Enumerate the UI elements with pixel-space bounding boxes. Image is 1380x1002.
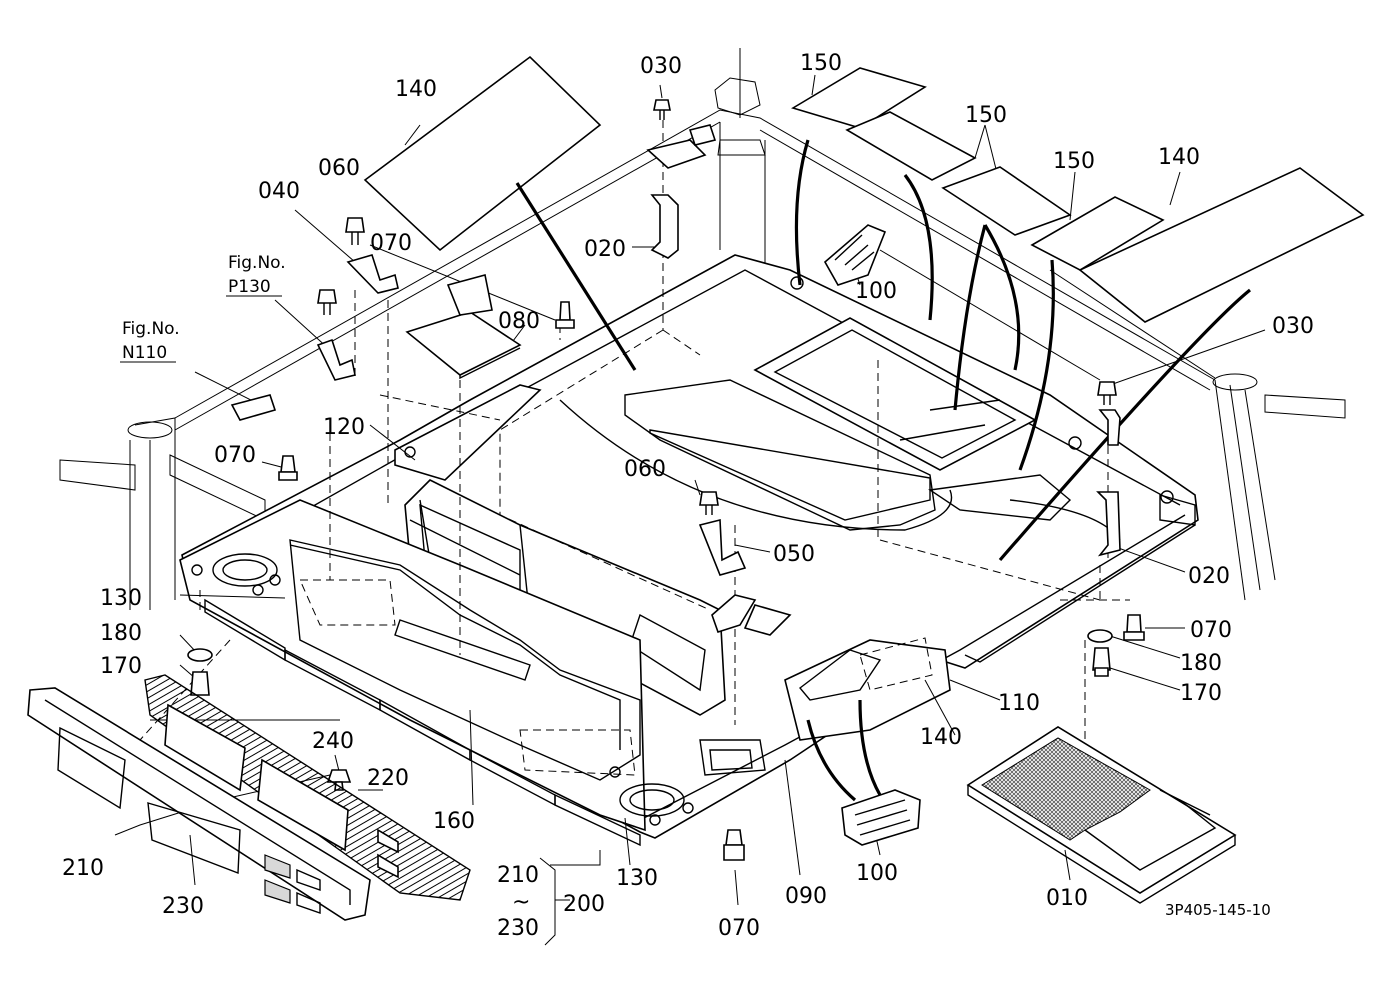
label-150-right: 150 xyxy=(1053,149,1095,174)
label-140-top-left: 140 xyxy=(395,77,437,102)
bracket-050-lower xyxy=(711,594,757,633)
label-100-top: 100 xyxy=(855,279,897,304)
figure-references: Fig.No. P130 Fig.No. N110 xyxy=(120,253,286,363)
label-070-right: 070 xyxy=(1190,618,1232,643)
label-120: 120 xyxy=(323,415,365,440)
bracket-020-right-a xyxy=(1098,409,1121,446)
label-200: 200 xyxy=(563,892,605,917)
label-050: 050 xyxy=(773,542,815,567)
bolt-left-lower xyxy=(317,289,337,315)
cab-frame xyxy=(59,48,1346,610)
nut-170-right xyxy=(1092,647,1111,671)
washer-180-left xyxy=(187,648,213,662)
label-150-mid: 150 xyxy=(965,103,1007,128)
hardware xyxy=(187,99,1145,861)
clip-100-top xyxy=(823,224,887,286)
nut-170-left xyxy=(190,671,210,696)
fig-ref-number-p130: P130 xyxy=(228,277,271,297)
bracket-050-tab xyxy=(743,604,792,636)
label-070-bottom: 070 xyxy=(718,916,760,941)
label-130-left: 130 xyxy=(100,586,142,611)
label-230: 230 xyxy=(162,894,204,919)
bracket-050 xyxy=(698,518,747,576)
bolt-070-left xyxy=(278,455,298,481)
label-240: 240 xyxy=(312,729,354,754)
bolt-070-right xyxy=(1123,614,1145,641)
drawing-code: 3P405-145-10 xyxy=(1165,901,1271,919)
label-060-left: 060 xyxy=(318,156,360,181)
bolt-070-mid xyxy=(555,301,575,329)
label-040: 040 xyxy=(258,179,300,204)
bolt-060-mid xyxy=(699,491,719,515)
plate-top-b xyxy=(688,124,717,146)
trim-210 xyxy=(27,687,371,921)
label-180-left: 180 xyxy=(100,621,142,646)
label-220: 220 xyxy=(367,766,409,791)
bolt-060-left xyxy=(345,217,365,245)
roof-shell xyxy=(179,254,1199,847)
assembly-arrows xyxy=(515,139,1252,802)
label-020-right: 020 xyxy=(1188,564,1230,589)
bolt-070-bottom xyxy=(723,829,745,861)
fig-ref-label-n110: Fig.No. xyxy=(122,319,180,339)
label-180-right: 180 xyxy=(1180,651,1222,676)
label-110: 110 xyxy=(998,691,1040,716)
label-030-top: 030 xyxy=(640,54,682,79)
label-150-top: 150 xyxy=(800,51,842,76)
washer-180-right xyxy=(1087,629,1113,643)
front-trim xyxy=(27,674,471,921)
plate-top xyxy=(646,139,707,169)
label-160: 160 xyxy=(433,809,475,834)
bracket-040 xyxy=(346,254,399,294)
label-140-bottom: 140 xyxy=(920,725,962,750)
bolt-030-right xyxy=(1097,381,1117,405)
label-010: 010 xyxy=(1046,886,1088,911)
part-labels: 030 150 150 150 140 140 060 040 070 080 … xyxy=(62,51,1314,941)
label-100-bottom: 100 xyxy=(856,861,898,886)
label-070-left: 070 xyxy=(214,443,256,468)
label-070-upper: 070 xyxy=(370,231,412,256)
label-range-tilde: ~ xyxy=(512,890,530,915)
bolt-030-top xyxy=(653,99,671,120)
label-020-top: 020 xyxy=(584,237,626,262)
bracket-020-top xyxy=(650,194,679,259)
label-060-mid: 060 xyxy=(624,457,666,482)
label-080: 080 xyxy=(498,309,540,334)
label-210-range-start: 210 xyxy=(497,863,539,888)
filter-010 xyxy=(966,726,1237,904)
label-230-range-end: 230 xyxy=(497,916,539,941)
bracket-left xyxy=(316,338,356,381)
label-130-bottom: 130 xyxy=(616,866,658,891)
fig-ref-label-p130: Fig.No. xyxy=(228,253,286,273)
plate-left xyxy=(230,394,277,421)
label-170-right: 170 xyxy=(1180,681,1222,706)
clip-100-bottom xyxy=(841,789,921,846)
bracket-020-right-b xyxy=(1096,491,1121,557)
label-170-left: 170 xyxy=(100,654,142,679)
label-090: 090 xyxy=(785,884,827,909)
label-030-right: 030 xyxy=(1272,314,1314,339)
fig-ref-number-n110: N110 xyxy=(122,343,167,363)
label-140-top-right: 140 xyxy=(1158,145,1200,170)
label-210: 210 xyxy=(62,856,104,881)
top-panels xyxy=(363,55,1365,380)
plate-rear xyxy=(446,274,493,316)
